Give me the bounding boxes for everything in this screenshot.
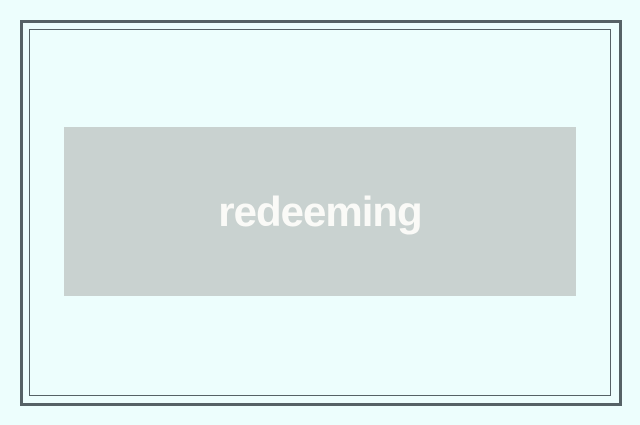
outer-border-frame (20, 20, 622, 406)
inner-border-frame (29, 29, 611, 396)
word-label: redeeming (218, 187, 422, 235)
word-card: redeeming (64, 127, 576, 296)
